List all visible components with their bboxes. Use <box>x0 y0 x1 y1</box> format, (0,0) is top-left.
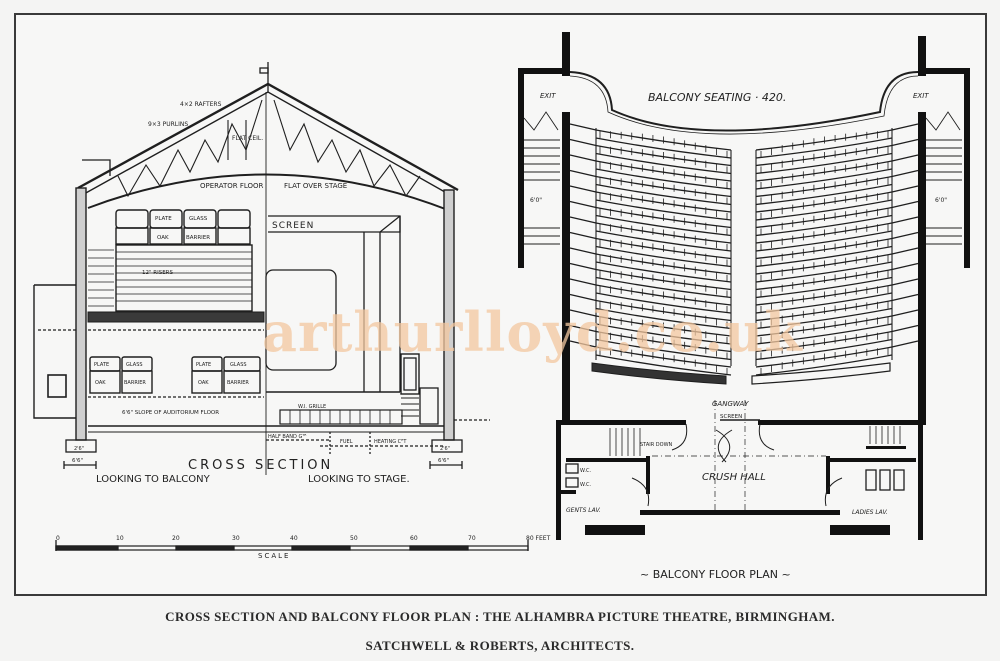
scale-tick-10: 10 <box>116 535 124 542</box>
scale-tick-80: 80 FEET <box>526 535 551 542</box>
scale-tick-70: 70 <box>468 535 476 542</box>
balcony-floor-plan-title: ~ BALCONY FLOOR PLAN ~ <box>640 568 791 581</box>
label-plate: PLATE <box>155 216 172 222</box>
scale-bar <box>55 540 529 551</box>
label-plate-3: PLATE <box>196 362 211 368</box>
view-looking-to-balcony: LOOKING TO BALCONY <box>96 474 211 485</box>
label-oak: OAK <box>157 235 169 241</box>
label-glass-2: GLASS <box>126 362 143 368</box>
label-glass-3: GLASS <box>230 362 247 368</box>
label-screen-section: SCREEN <box>272 221 314 231</box>
label-risers: 12" RISERS <box>142 270 174 276</box>
scale-tick-60: 60 <box>410 535 418 542</box>
cross-section-title: CROSS SECTION <box>188 458 333 473</box>
figure-caption: CROSS SECTION AND BALCONY FLOOR PLAN : T… <box>165 609 835 624</box>
screen-plan-label: SCREEN <box>720 414 742 420</box>
stair-width-right: 6'0" <box>935 197 947 204</box>
scale-tick-50: 50 <box>350 535 358 542</box>
label-slope: 6'6" SLOPE OF AUDITORIUM FLOOR <box>122 410 219 416</box>
label-dim-right: 6'6" <box>438 458 449 464</box>
label-oak-3: OAK <box>198 380 209 386</box>
label-heating: HEATING CᴿT <box>374 439 407 445</box>
ladies-lav-label: LADIES LAV. <box>852 509 888 516</box>
balcony-seating-label: BALCONY SEATING · 420. <box>648 91 786 104</box>
label-barrier-3: BARRIER <box>227 380 249 386</box>
scale-tick-0: 0 <box>56 535 60 542</box>
wc-2-label: W.C. <box>580 482 591 488</box>
label-flat-ceiling: FLAT CEIL. <box>232 135 263 142</box>
label-footing-left: 2'6" <box>74 446 84 452</box>
scale-tick-40: 40 <box>290 535 298 542</box>
label-barrier: BARRIER <box>186 235 210 241</box>
label-plate-2: PLATE <box>94 362 109 368</box>
gents-lav-label: GENTS LAV. <box>566 507 601 514</box>
view-looking-to-stage: LOOKING TO STAGE. <box>308 474 410 485</box>
gangway-label: GANGWAY <box>712 400 749 408</box>
crush-hall-label: CRUSH HALL <box>702 472 766 483</box>
label-barrier-2: BARRIER <box>124 380 146 386</box>
scale-tick-30: 30 <box>232 535 240 542</box>
label-half-band: HALF BAND Gᵀᴿ <box>268 434 307 440</box>
architects-credit: SATCHWELL & ROBERTS, ARCHITECTS. <box>365 638 635 653</box>
cross-section <box>33 62 490 475</box>
label-purlins: 9×3 PURLINS <box>148 121 188 128</box>
label-rafters: 4×2 RAFTERS <box>180 101 222 108</box>
label-glass: GLASS <box>189 216 208 222</box>
label-dim-left: 6'6" <box>72 458 83 464</box>
label-operator-floor: OPERATOR FLOOR <box>200 182 264 190</box>
scale-tick-20: 20 <box>172 535 180 542</box>
label-oak-2: OAK <box>95 380 106 386</box>
wc-1-label: W.C. <box>580 468 591 474</box>
architectural-drawing: 4×2 RAFTERS 9×3 PURLINS FLAT CEIL. OPERA… <box>33 32 970 581</box>
label-flat-over-stage: FLAT OVER STAGE <box>284 182 347 190</box>
exit-left-label: EXIT <box>540 92 556 100</box>
stair-width-left: 6'0" <box>530 197 542 204</box>
label-fuel: FUEL <box>340 439 353 445</box>
balcony-floor-plan <box>518 32 970 540</box>
exit-right-label: EXIT <box>913 92 929 100</box>
stair-down-label: STAIR DOWN <box>640 442 673 448</box>
label-wi-grille: W.I. GRILLE <box>298 404 326 410</box>
label-footing-right: 2'6" <box>440 446 450 452</box>
scale-label: SCALE <box>258 552 290 560</box>
